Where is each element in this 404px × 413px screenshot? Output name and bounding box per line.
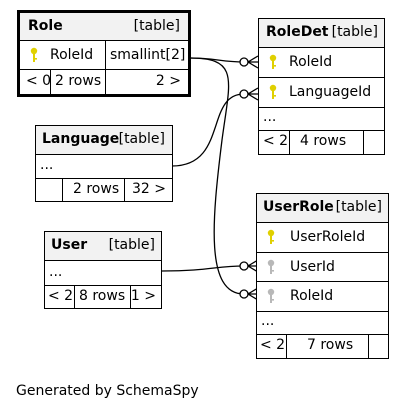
table-name: UserRole <box>263 199 334 215</box>
ellipsis-row: ... <box>257 312 388 335</box>
primary-key-icon <box>30 47 38 62</box>
parents-count[interactable]: < 0 <box>26 73 52 89</box>
ellipsis-row: ... <box>259 108 384 131</box>
column-name: UserId <box>290 259 335 275</box>
parents-count[interactable]: < 2 <box>263 133 289 149</box>
primary-key-icon <box>267 229 275 244</box>
row-count: 7 rows <box>307 337 354 353</box>
table-footer: < 0 2 rows 2 > <box>20 70 188 94</box>
column-name: RoleId <box>289 54 333 70</box>
more-columns: ... <box>40 157 54 173</box>
edge-language-roledet <box>171 93 245 167</box>
children-count[interactable]: 32 > <box>132 181 166 197</box>
foreign-key-icon <box>267 288 275 303</box>
edge-user-userrole <box>161 265 245 272</box>
table-footer: < 2 8 rows 1 > <box>45 286 161 308</box>
table-name: Language <box>42 131 120 147</box>
row-count: 2 rows <box>55 73 102 89</box>
column-row[interactable]: RoleId <box>259 48 384 78</box>
row-count: 4 rows <box>300 133 347 149</box>
ellipsis-row: ... <box>45 261 161 286</box>
primary-key-icon <box>269 84 277 99</box>
column-name: RoleId <box>50 47 94 63</box>
row-count: 8 rows <box>79 288 126 304</box>
ellipsis-row: ... <box>36 155 172 179</box>
table-userrole[interactable]: UserRole [table] UserRoleId UserId RoleI… <box>256 193 389 359</box>
parents-count[interactable]: < 2 <box>260 337 286 353</box>
table-user[interactable]: User [table] ... < 2 8 rows 1 > <box>44 231 162 309</box>
table-roledet[interactable]: RoleDet [table] RoleId LanguageId ... < … <box>258 18 385 155</box>
table-kind: [table] <box>133 18 180 34</box>
table-footer: < 2 4 rows <box>259 131 384 154</box>
table-kind: [table] <box>335 199 382 215</box>
column-type: smallint[2] <box>110 47 186 63</box>
generated-by-note: Generated by SchemaSpy <box>16 383 199 399</box>
children-count[interactable]: 2 > <box>155 73 181 89</box>
column-name: RoleId <box>290 288 334 304</box>
column-row[interactable]: RoleId smallint[2] <box>20 41 188 70</box>
table-name: Role <box>28 18 63 34</box>
row-count: 2 rows <box>73 181 120 197</box>
more-columns: ... <box>49 264 63 280</box>
column-name: LanguageId <box>289 84 372 100</box>
table-kind: [table] <box>331 24 378 40</box>
edge-role-userrole <box>189 57 245 295</box>
table-footer: 2 rows 32 > <box>36 179 172 201</box>
table-footer: < 2 7 rows <box>257 335 388 358</box>
column-row[interactable]: LanguageId <box>259 78 384 108</box>
table-language[interactable]: Language [table] ... 2 rows 32 > <box>35 125 173 202</box>
table-kind: [table] <box>108 237 155 253</box>
column-name: UserRoleId <box>290 229 366 245</box>
more-columns: ... <box>261 313 275 329</box>
table-name: User <box>51 237 88 253</box>
table-name: RoleDet <box>266 24 329 40</box>
column-row[interactable]: UserId <box>257 253 388 282</box>
column-row[interactable]: UserRoleId <box>257 223 388 253</box>
column-row[interactable]: RoleId <box>257 282 388 312</box>
parents-count[interactable]: < 2 <box>48 288 74 304</box>
table-role[interactable]: Role [table] RoleId smallint[2] < 0 2 ro… <box>17 10 191 97</box>
table-kind: [table] <box>118 131 165 147</box>
foreign-key-icon <box>267 259 275 274</box>
more-columns: ... <box>263 109 277 125</box>
primary-key-icon <box>269 54 277 69</box>
children-count[interactable]: 1 > <box>130 288 156 304</box>
